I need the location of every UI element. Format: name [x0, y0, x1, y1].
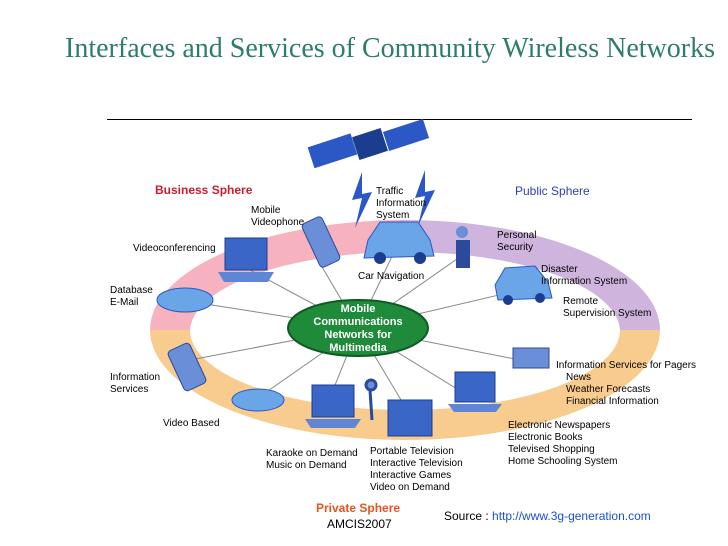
public-sphere-label: Public Sphere	[515, 184, 590, 198]
label-videoconferencing: Videoconferencing	[133, 243, 216, 254]
car-icon	[494, 265, 553, 305]
portable-tv-icon	[387, 399, 433, 437]
laptop-icon	[448, 371, 502, 412]
page-title: Interfaces and Services of Community Wir…	[65, 33, 715, 64]
hub-label-line: Multimedia	[329, 342, 387, 354]
label-car-navigation: Car Navigation	[358, 271, 425, 282]
central-hub	[287, 299, 429, 357]
laptop-icon	[218, 237, 274, 282]
satellite-icon	[307, 119, 430, 169]
microphone-icon	[364, 378, 378, 421]
pager-icon	[512, 347, 550, 369]
label-video-based: Video Based	[163, 418, 220, 429]
hub-label-line: Networks for	[324, 329, 392, 341]
person-icon	[456, 226, 470, 268]
laptop-icon	[305, 384, 361, 428]
business-ring-segment	[150, 220, 400, 330]
source-prefix: Source :	[444, 509, 493, 523]
disc-icon	[156, 287, 214, 313]
hub-label-line: Mobile	[341, 303, 376, 315]
business-sphere-label: Business Sphere	[155, 183, 253, 197]
conference-tag: AMCIS2007	[327, 517, 392, 531]
handset-icon	[167, 342, 207, 392]
source-citation: Source : http://www.3g-generation.com	[444, 509, 651, 523]
disc-icon	[231, 388, 285, 412]
videophone-icon	[301, 216, 341, 268]
label-pager-services: Information Services for Pagers News Wea…	[556, 360, 697, 407]
private-sphere-label: Private Sphere	[316, 501, 401, 515]
signal-bolt-icon	[352, 172, 372, 228]
title-divider	[107, 119, 692, 120]
signal-bolt-icon	[415, 170, 435, 226]
car-icon	[363, 221, 435, 264]
private-ring-segment	[150, 330, 660, 440]
hub-label-line: Communications	[313, 316, 402, 328]
source-link[interactable]: http://www.3g-generation.com	[492, 509, 651, 523]
